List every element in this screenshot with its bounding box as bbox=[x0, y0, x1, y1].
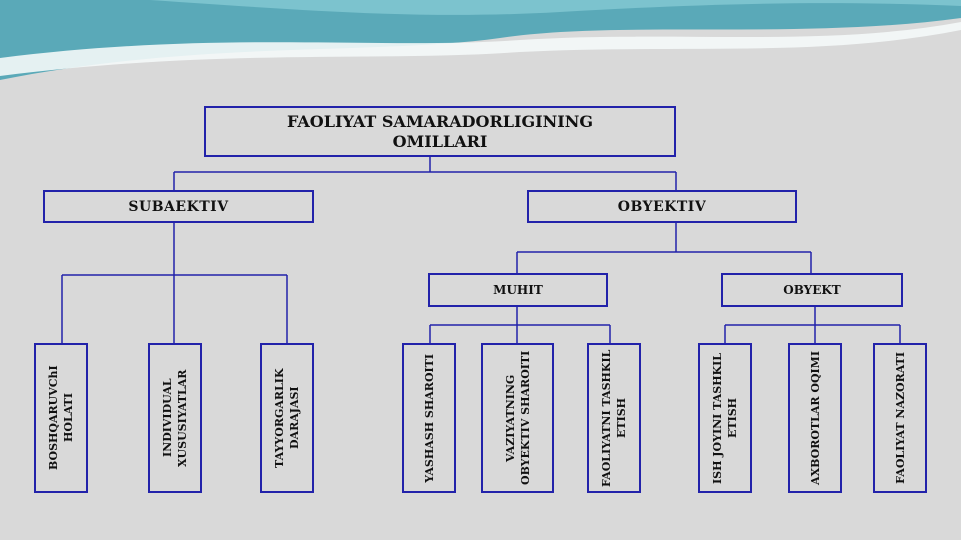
objective-node: OBYEKTIV bbox=[527, 190, 797, 223]
leaf-workplace-organization: ISH JOYINI TASHKIL ETISH bbox=[698, 343, 752, 493]
leaf-management-state: BOSHQARUVChI HOLATI bbox=[34, 343, 88, 493]
leaf-label: FAOLIYATNI TASHKIL ETISH bbox=[600, 349, 628, 487]
leaf-label: YASHASH SHAROITI bbox=[422, 353, 436, 483]
object-node: OBYEKT bbox=[721, 273, 903, 307]
leaf-readiness-level: TAYYORGARLIK DARAJASI bbox=[260, 343, 314, 493]
leaf-label: ISH JOYINI TASHKIL ETISH bbox=[711, 352, 739, 484]
leaf-living-conditions: YASHASH SHAROITI bbox=[402, 343, 456, 493]
objective-label: OBYEKTIV bbox=[617, 198, 707, 215]
environment-label: MUHIT bbox=[493, 283, 543, 297]
leaf-activity-control: FAOLIYAT NAZORATI bbox=[873, 343, 927, 493]
subjective-label: SUBAEKTIV bbox=[128, 198, 229, 215]
leaf-activity-organization: FAOLIYATNI TASHKIL ETISH bbox=[587, 343, 641, 493]
environment-node: MUHIT bbox=[428, 273, 608, 307]
leaf-situation-conditions: VAZIYATNING OBYEKTIV SHAROITI bbox=[481, 343, 554, 493]
leaf-label: INDIVIDUAL XUSUSIYATLAR bbox=[161, 369, 189, 467]
leaf-label: TAYYORGARLIK DARAJASI bbox=[273, 368, 301, 468]
subjective-node: SUBAEKTIV bbox=[43, 190, 314, 223]
root-node: FAOLIYAT SAMARADORLIGINING OMILLARI bbox=[204, 106, 676, 157]
leaf-label: VAZIYATNING OBYEKTIV SHAROITI bbox=[503, 350, 532, 486]
leaf-label: BOSHQARUVChI HOLATI bbox=[47, 365, 75, 471]
root-label: FAOLIYAT SAMARADORLIGINING OMILLARI bbox=[286, 111, 594, 151]
leaf-individual-traits: INDIVIDUAL XUSUSIYATLAR bbox=[148, 343, 202, 493]
leaf-label: FAOLIYAT NAZORATI bbox=[893, 352, 907, 484]
leaf-information-flow: AXBOROTLAR OQIMI bbox=[788, 343, 842, 493]
leaf-label: AXBOROTLAR OQIMI bbox=[808, 351, 822, 485]
object-label: OBYEKT bbox=[783, 283, 841, 297]
